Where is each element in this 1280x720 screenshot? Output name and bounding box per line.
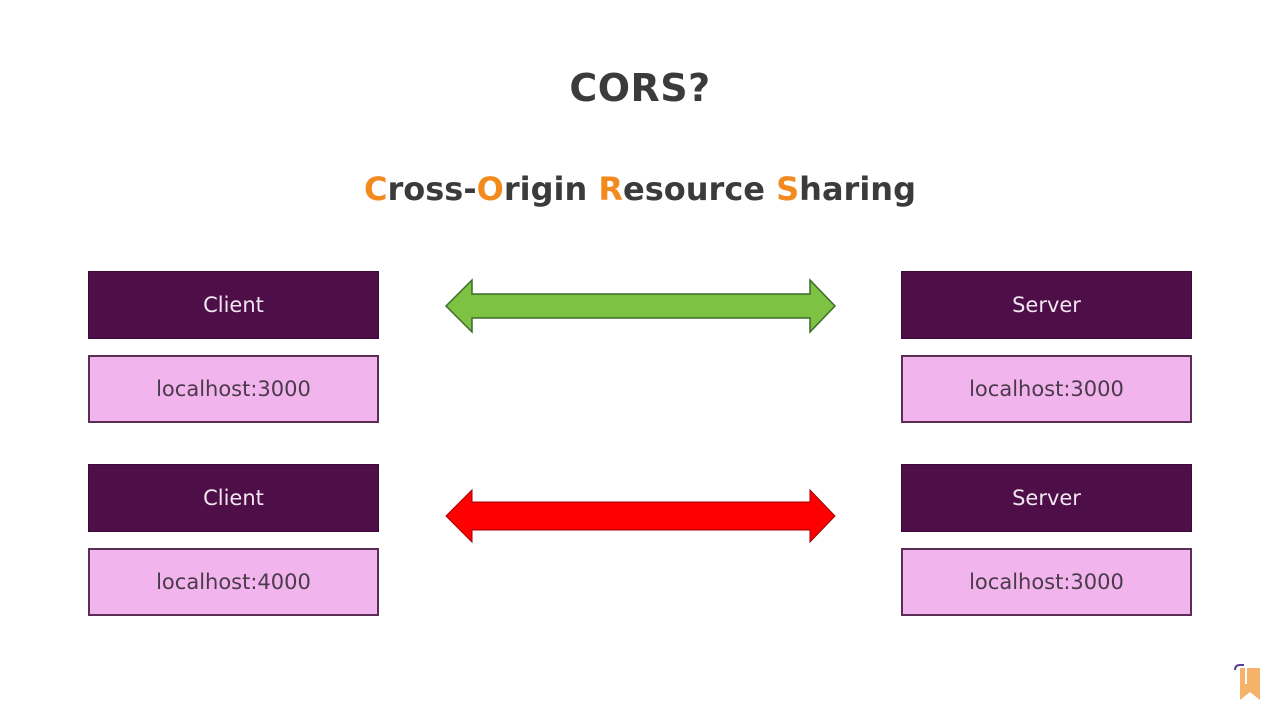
subtitle-part: C bbox=[364, 170, 388, 208]
client-host-box-1: localhost:3000 bbox=[88, 355, 379, 423]
server-host-box-1: localhost:3000 bbox=[901, 355, 1192, 423]
subtitle-part: ross- bbox=[387, 170, 477, 208]
slide-title: CORS? bbox=[569, 66, 711, 110]
arrow-shape-1 bbox=[444, 278, 837, 334]
server-box-2: Server bbox=[901, 464, 1192, 532]
subtitle-part: O bbox=[476, 170, 504, 208]
client-box-1: Client bbox=[88, 271, 379, 339]
subtitle-part: haring bbox=[799, 170, 916, 208]
arrow-shape-2 bbox=[445, 488, 836, 544]
slide-subtitle: Cross-Origin Resource Sharing bbox=[0, 170, 1280, 208]
server-box-1: Server bbox=[901, 271, 1192, 339]
server-host-box-2: localhost:3000 bbox=[901, 548, 1192, 616]
subtitle-part: R bbox=[598, 170, 624, 208]
bookmark-logo-icon bbox=[1234, 664, 1260, 700]
client-box-2: Client bbox=[88, 464, 379, 532]
subtitle-part: S bbox=[776, 170, 800, 208]
green-double-arrow-icon bbox=[444, 278, 837, 334]
subtitle-part: rigin bbox=[503, 170, 599, 208]
red-double-arrow-icon bbox=[445, 488, 836, 544]
client-host-box-2: localhost:4000 bbox=[88, 548, 379, 616]
subtitle-part: esource bbox=[623, 170, 777, 208]
